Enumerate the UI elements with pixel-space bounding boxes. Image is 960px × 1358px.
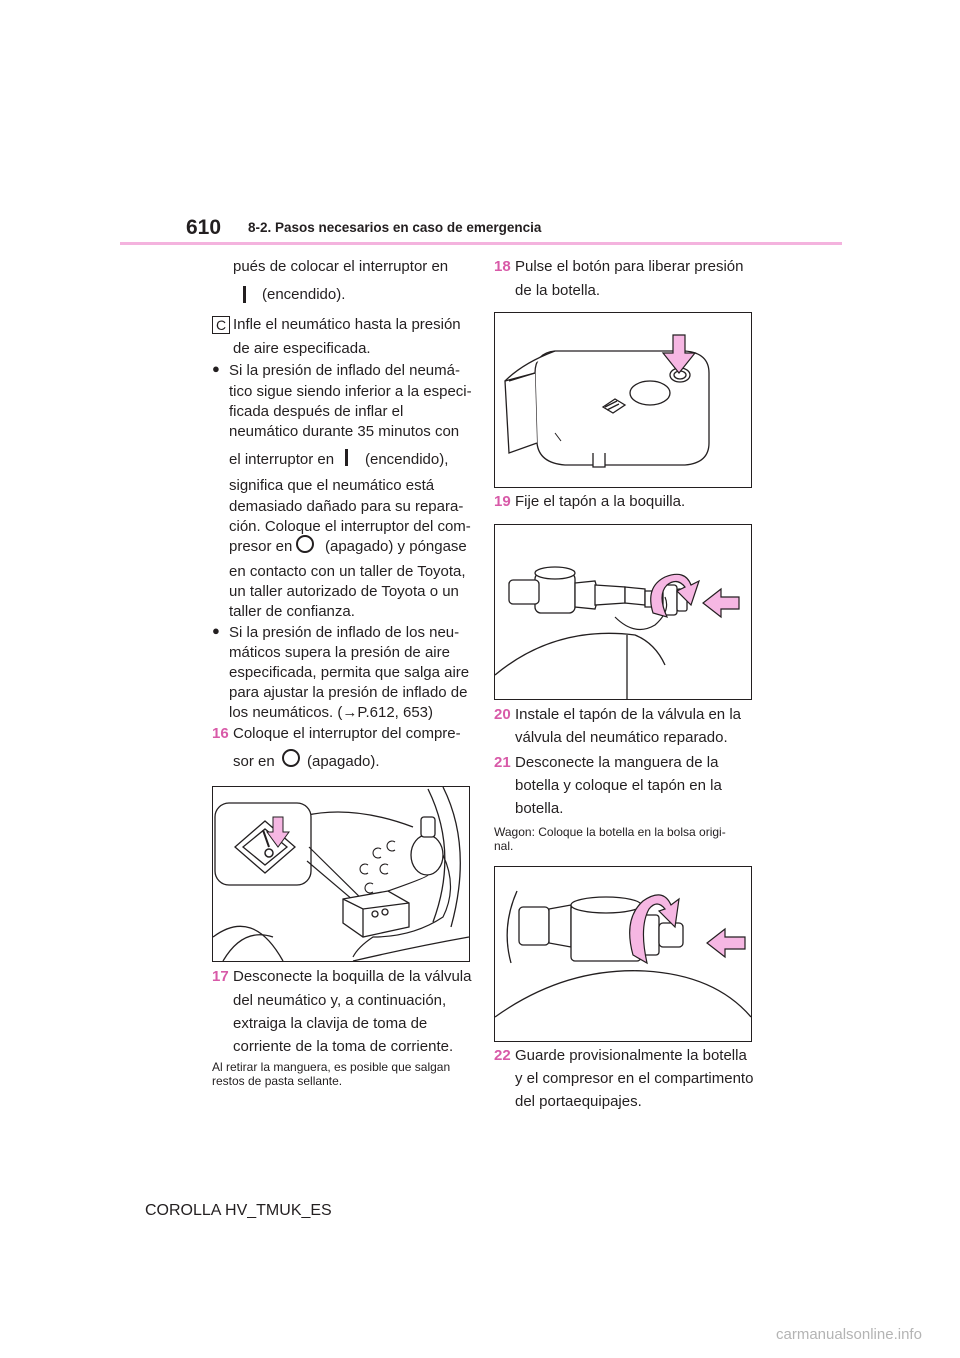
bullet-text: demasiado dañado para su repara- [229, 498, 464, 515]
step-number: 16 [212, 725, 229, 742]
bottle-cap-illustration [495, 890, 751, 1018]
on-symbol-icon [345, 449, 348, 466]
step-text: Pulse el botón para liberar presión [515, 258, 744, 275]
step-text: del neumático y, a continuación, [233, 992, 447, 1009]
figure-bottle-cap [494, 866, 752, 1042]
step-c-text: Infle el neumático hasta la presión [233, 316, 461, 333]
bullet-text: en contacto con un taller de Toyota, [229, 563, 466, 580]
bullet-text: el interruptor en [229, 451, 335, 468]
bottle-release-illustration [504, 334, 710, 468]
off-symbol-icon [282, 749, 300, 767]
step-text: extraiga la clavija de toma de [233, 1015, 428, 1032]
step-text: y el compresor en el compartimento [515, 1070, 754, 1087]
header-rule [120, 242, 842, 245]
cap-nozzle-illustration [495, 566, 740, 699]
continuation-line: pués de colocar el interruptor en [233, 258, 449, 275]
note-text: restos de pasta sellante. [212, 1074, 343, 1088]
bullet-text: un taller autorizado de Toyota o un [229, 583, 459, 600]
note-text: Al retirar la manguera, es posible que s… [212, 1060, 451, 1074]
bullet-text: Si la presión de inflado de los neu- [229, 624, 460, 641]
arrow-symbol: → [342, 704, 358, 721]
step-text: sor en [233, 753, 275, 770]
figure-compressor-switch [212, 786, 470, 962]
step-letter-c: C [212, 316, 230, 334]
step-text: botella. [515, 800, 564, 817]
wagon-note: nal. [494, 839, 514, 853]
step-text: Desconecte la boquilla de la válvula [233, 968, 472, 985]
page-reference: P.612, 653) [357, 704, 434, 721]
step-number: 21 [494, 754, 511, 771]
step-number: 20 [494, 706, 511, 723]
bullet-dot: ● [212, 361, 220, 376]
step-text: (apagado). [307, 753, 380, 770]
bullet-text: taller de confianza. [229, 603, 355, 620]
bullet-text: significa que el neumático está [229, 477, 435, 494]
bullet-text: tico sigue siendo inferior a la especi- [229, 383, 472, 400]
step-text: Instale el tapón de la válvula en la [515, 706, 741, 723]
bullet-dot: ● [212, 623, 220, 638]
step-text: de la botella. [515, 282, 601, 299]
bullet-text: Si la presión de inflado del neumá- [229, 362, 460, 379]
step-text: del portaequipajes. [515, 1093, 642, 1110]
step-text: Desconecte la manguera de la [515, 754, 719, 771]
step-number: 22 [494, 1047, 511, 1064]
step-text: corriente de la toma de corriente. [233, 1038, 454, 1055]
figure-cap-nozzle [494, 524, 752, 700]
step-text: Guarde provisionalmente la botella [515, 1047, 747, 1064]
bullet-text: los neumáticos. (→P.612, 653) [229, 702, 433, 723]
bullet-text: ficada después de inflar el [229, 403, 404, 420]
step-text: válvula del neumático reparado. [515, 729, 728, 746]
off-symbol-icon [296, 535, 314, 553]
step-c-text: de aire especificada. [233, 340, 371, 357]
bullet-text: (encendido), [365, 451, 449, 468]
step-text: Coloque el interruptor del compre- [233, 725, 461, 742]
bullet-text-part: los neumáticos. ( [229, 704, 343, 721]
bullet-text: neumático durante 35 minutos con [229, 423, 460, 440]
step-text: botella y coloque el tapón en la [515, 777, 722, 794]
bullet-text: especificada, permita que salga aire [229, 664, 470, 681]
step-number: 19 [494, 493, 511, 510]
step-text: Fije el tapón a la boquilla. [515, 493, 686, 510]
bullet-text: ción. Coloque el interruptor del com- [229, 518, 471, 535]
bullet-text: (apagado) y póngase [325, 538, 467, 555]
on-label: (encendido). [262, 286, 346, 303]
on-symbol-icon [243, 286, 246, 303]
footer-model: COROLLA HV_TMUK_ES [145, 1202, 332, 1219]
page-number: 610 [186, 216, 222, 239]
step-number: 18 [494, 258, 511, 275]
watermark[interactable]: carmanualsonline.info [776, 1326, 922, 1343]
bullet-text: presor en [229, 538, 293, 555]
section-title: 8-2. Pasos necesarios en caso de emergen… [248, 220, 542, 235]
bullet-text: máticos supera la presión de aire [229, 644, 450, 661]
figure-release-button [494, 312, 752, 488]
step-number: 17 [212, 968, 229, 985]
wagon-note: Wagon: Coloque la botella en la bolsa or… [494, 825, 726, 839]
compressor-switch-illustration [213, 787, 469, 961]
bullet-text: para ajustar la presión de inflado de [229, 684, 468, 701]
